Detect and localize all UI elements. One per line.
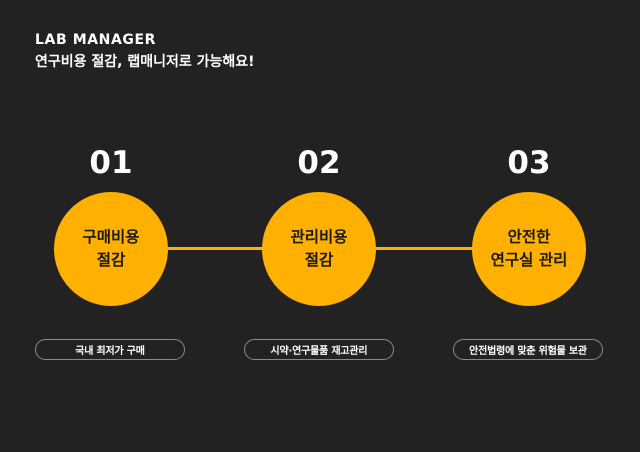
step-description: 국내 최저가 구매: [75, 346, 145, 357]
step-circle: 관리비용 절감: [262, 192, 376, 306]
brand-logo: LAB MANAGER: [35, 32, 157, 48]
step-title: 안전한 연구실 관리: [490, 228, 568, 269]
step-2: 02 관리비용 절감 시약·연구물품 재고관리: [239, 0, 399, 452]
step-description: 시약·연구물품 재고관리: [270, 346, 368, 357]
step-description-pill: 안전법령에 맞춘 위험물 보관: [453, 339, 603, 360]
step-description-pill: 국내 최저가 구매: [35, 339, 185, 360]
step-title: 관리비용 절감: [290, 228, 348, 269]
connector-line-1-2: [166, 247, 266, 250]
step-circle: 안전한 연구실 관리: [472, 192, 586, 306]
step-3: 03 안전한 연구실 관리 안전법령에 맞춘 위험물 보관: [449, 0, 609, 452]
step-number: 01: [89, 145, 133, 181]
step-number: 02: [297, 145, 341, 181]
page-subtitle: 연구비용 절감, 랩매니저로 가능해요!: [35, 54, 255, 70]
step-1: 01 구매비용 절감 국내 최저가 구매: [31, 0, 191, 452]
step-description-pill: 시약·연구물품 재고관리: [244, 339, 394, 360]
step-number: 03: [507, 145, 551, 181]
step-circle: 구매비용 절감: [54, 192, 168, 306]
connector-line-2-3: [374, 247, 476, 250]
step-description: 안전법령에 맞춘 위험물 보관: [469, 346, 587, 357]
step-title: 구매비용 절감: [82, 228, 140, 269]
